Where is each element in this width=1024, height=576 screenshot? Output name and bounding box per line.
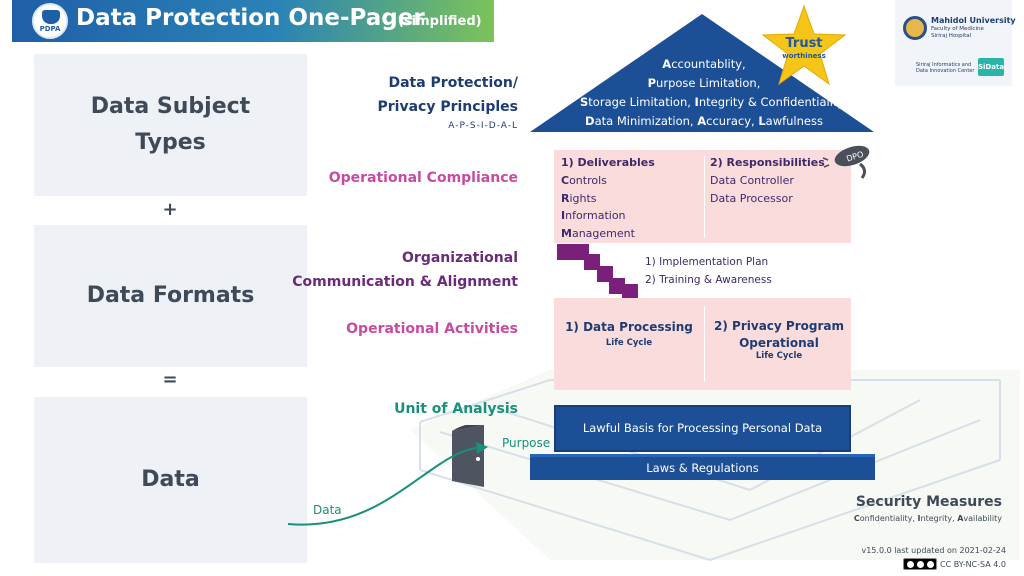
box3-label: Data bbox=[141, 467, 200, 492]
institution-faculty: Faculty of Medicine bbox=[931, 26, 984, 32]
logo-text: PDPA bbox=[39, 25, 61, 33]
stair-step bbox=[622, 284, 638, 300]
stair-step bbox=[609, 278, 625, 294]
principles-label-line2: Privacy Principles bbox=[377, 99, 518, 115]
star-icon bbox=[761, 4, 847, 86]
center-name-line1: Siriraj Informatics and bbox=[916, 62, 972, 68]
activities-divider bbox=[704, 306, 705, 382]
compliance-panel bbox=[554, 150, 851, 243]
principle-line-1: Accountablity, bbox=[662, 57, 746, 71]
principle-line-2: Purpose Limitation, bbox=[647, 76, 761, 90]
operational-activities-label: Operational Activities bbox=[346, 321, 518, 337]
data-processing-title: 1) Data Processing bbox=[565, 320, 693, 334]
equals-operator: = bbox=[162, 369, 178, 390]
data-box: Data bbox=[34, 397, 307, 563]
training-awareness-item: 2) Training & Awareness bbox=[645, 274, 772, 286]
deliverable-item: Management bbox=[561, 227, 635, 240]
dpo-megaphone-icon: DPO bbox=[822, 145, 870, 179]
privacy-program-title-line1: 2) Privacy Program bbox=[714, 319, 844, 333]
trust-sub-label: worthiness bbox=[782, 52, 826, 60]
principle-line-3: Storage Limitation, Integrity & Confiden… bbox=[580, 95, 845, 109]
deliverable-item: Information bbox=[561, 209, 626, 222]
sidata-logo-icon: SiData bbox=[978, 58, 1004, 76]
principle-line-4: Data Minimization, Accuracy, Lawfulness bbox=[585, 114, 823, 128]
box1-line1: Data Subject bbox=[90, 94, 251, 119]
door-icon bbox=[452, 425, 484, 487]
pdpa-logo: PDPA bbox=[32, 3, 68, 39]
privacy-program-title-line2: Operational bbox=[739, 336, 819, 350]
laws-regulations-bar: Laws & Regulations bbox=[530, 454, 875, 480]
header-banner bbox=[12, 0, 494, 42]
responsibility-item: Data Controller bbox=[710, 174, 794, 187]
plus-operator: + bbox=[162, 199, 178, 220]
box2-label: Data Formats bbox=[86, 283, 255, 308]
responsibility-item: Data Processor bbox=[710, 192, 793, 205]
principles-acronym: A-P-S-I-D-A-L bbox=[448, 121, 518, 131]
principles-label-line1: Data Protection/ bbox=[388, 75, 518, 91]
deliverable-item: Controls bbox=[561, 174, 607, 187]
organizational-label-line1: Organizational bbox=[402, 250, 518, 266]
page-subtitle: (simplified) bbox=[398, 14, 482, 29]
operational-compliance-label: Operational Compliance bbox=[328, 170, 518, 186]
license-text: CC BY-NC-SA 4.0 bbox=[939, 560, 1006, 569]
privacy-program-sub: Life Cycle bbox=[755, 351, 803, 361]
deliverables-heading: 1) Deliverables bbox=[561, 156, 655, 169]
stair-step bbox=[557, 244, 573, 260]
lawful-basis-bar: Lawful Basis for Processing Personal Dat… bbox=[554, 405, 851, 452]
security-measures-title: Security Measures bbox=[855, 494, 1002, 510]
security-measures-sub: Confidentiality, Integrity, Availability bbox=[853, 514, 1002, 523]
shield-icon bbox=[42, 10, 60, 24]
center-name-line2: Data Innovation Center bbox=[916, 68, 975, 74]
data-arrow-label: Data bbox=[313, 503, 342, 517]
page-title: Data Protection One-Pager bbox=[76, 5, 425, 31]
unit-of-analysis-label: Unit of Analysis bbox=[394, 401, 518, 417]
principles-roof bbox=[530, 14, 874, 132]
version-text: v15.0.0 last updated on 2021-02-24 bbox=[861, 546, 1006, 555]
activities-panel bbox=[554, 298, 851, 390]
stair-step bbox=[584, 254, 600, 270]
institution-name: Mahidol University bbox=[931, 16, 1016, 25]
institution-hospital: Siriraj Hospital bbox=[931, 33, 972, 39]
box1-line2: Types bbox=[135, 130, 206, 155]
trust-label: Trust bbox=[785, 36, 823, 51]
data-processing-sub: Life Cycle bbox=[605, 338, 653, 348]
data-formats-box: Data Formats bbox=[34, 225, 307, 367]
implementation-plan-item: 1) Implementation Plan bbox=[645, 256, 769, 268]
deliverable-item: Rights bbox=[561, 192, 597, 205]
purpose-label: Purpose bbox=[502, 436, 551, 450]
data-flow-arrow bbox=[287, 442, 488, 526]
responsibilities-heading: 2) Responsibilities bbox=[710, 156, 825, 169]
university-seal-icon bbox=[903, 16, 927, 40]
organizational-label-line2: Communication & Alignment bbox=[292, 274, 518, 290]
cc-license-icon bbox=[903, 558, 937, 570]
compliance-divider bbox=[704, 156, 705, 238]
